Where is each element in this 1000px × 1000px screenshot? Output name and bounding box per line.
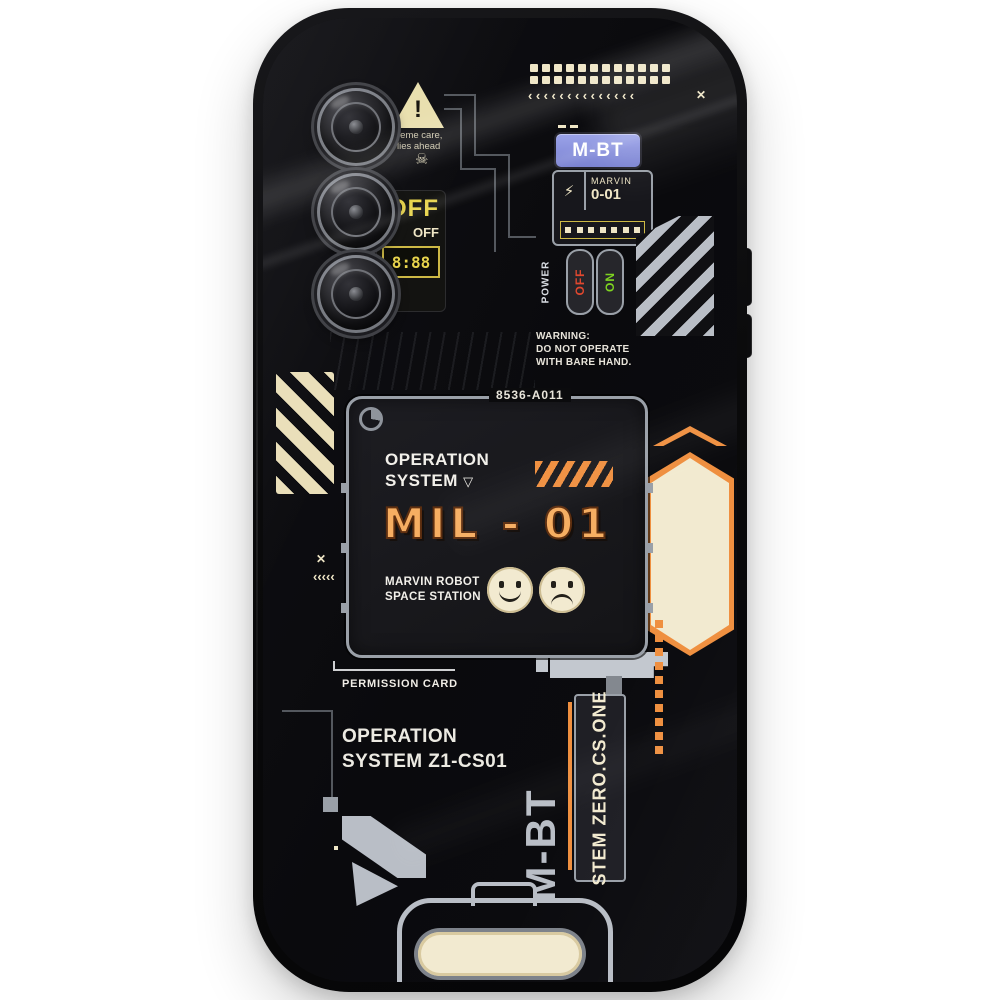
chevron-row: ‹‹‹‹‹‹‹‹‹‹‹‹‹‹ [528, 88, 638, 103]
hatch-texture [330, 332, 535, 390]
stem-zero-box: STEM ZERO.CS.ONE [574, 690, 626, 886]
warning-triangle-icon: ! [392, 82, 444, 128]
off-label-small: OFF [413, 225, 439, 240]
close-x-icon: ✕ [696, 88, 707, 102]
circuit-line [508, 236, 536, 238]
dot-row [530, 76, 670, 84]
machine-square [536, 656, 548, 672]
circuit-line [474, 94, 476, 156]
phone-body: ! reme care, lies ahead ☠ OFF OFF 8:88 ‹ [253, 8, 747, 992]
screw [646, 543, 653, 553]
camera-lens-top [317, 88, 395, 166]
card-title: MARVIN [591, 176, 632, 186]
phone-case: ! reme care, lies ahead ☠ OFF OFF 8:88 ‹ [263, 18, 737, 982]
dot-row [530, 64, 670, 72]
circuit-line [460, 108, 462, 170]
connector-square [323, 797, 338, 812]
power-label: POWER [540, 260, 552, 304]
mbt-chip: M-BT [556, 134, 640, 167]
segment-display: 8:88 [382, 246, 440, 278]
warning-text: WARNING: DO NOT OPERATE WITH BARE HAND. [536, 331, 632, 368]
orange-hazard-stripes [535, 461, 613, 487]
card-id: 0-01 [591, 186, 622, 203]
screw [341, 543, 348, 553]
orange-dot-column [655, 620, 663, 760]
off-toggle: OFF [566, 249, 594, 315]
gray-hazard-stripes [636, 216, 714, 336]
camera-lens-middle [317, 173, 395, 251]
serial-number: 8536-A011 [489, 388, 571, 402]
dial-icon [359, 407, 383, 431]
operation-system-label: OPERATION SYSTEM ▽ [385, 450, 490, 490]
screw [646, 603, 653, 613]
decorative-tick [558, 125, 566, 128]
circuit-line [444, 94, 476, 96]
cream-dot [334, 846, 338, 850]
operation-system-z1: OPERATION SYSTEM Z1-CS01 [342, 726, 508, 772]
screw [341, 603, 348, 613]
card-dot-strip [560, 221, 645, 239]
operation-panel: 8536-A011 OPERATION SYSTEM ▽ MIL - 01 MA… [341, 388, 653, 658]
circuit-line [282, 710, 332, 712]
caution-text: reme care, lies ahead [397, 130, 443, 152]
port-outline [397, 898, 613, 982]
marvin-card: ⚡ MARVIN 0-01 [552, 170, 653, 246]
lightning-icon: ⚡ [554, 172, 586, 210]
sad-face-icon [539, 567, 585, 613]
circuit-line [460, 168, 496, 170]
on-toggle: ON [596, 249, 624, 315]
cream-hazard-stripes [276, 372, 334, 494]
triangle-down-icon: ▽ [463, 474, 474, 489]
off-label-large: OFF [388, 195, 439, 222]
hexagon-fill [651, 458, 729, 650]
skull-icon: ☠ [415, 150, 429, 168]
circuit-line [474, 154, 510, 156]
circuit-line [494, 168, 496, 252]
permission-card-label: PERMISSION CARD [342, 678, 458, 690]
decorative-tick [570, 125, 578, 128]
model-code: MIL - 01 [382, 498, 613, 549]
chevron-column: ‹‹‹‹‹ [313, 569, 335, 584]
happy-face-icon [487, 567, 533, 613]
hexagon-top-accent [653, 426, 727, 446]
stem-zero-label: STEM ZERO.CS.ONE [589, 690, 610, 886]
circuit-line [331, 710, 333, 798]
bracket-line [333, 669, 455, 671]
screw [646, 483, 653, 493]
port-pill [418, 932, 582, 976]
bracket-line [333, 661, 335, 670]
camera-lens-bottom [317, 255, 395, 333]
stem-accent-line [568, 702, 572, 870]
close-x-icon: ✕ [316, 552, 327, 566]
station-label: MARVIN ROBOT SPACE STATION [385, 576, 481, 603]
screw [341, 483, 348, 493]
circuit-line [444, 108, 462, 110]
warning-exclaim: ! [414, 96, 422, 123]
machine-connector [606, 676, 622, 696]
circuit-line [508, 154, 510, 238]
